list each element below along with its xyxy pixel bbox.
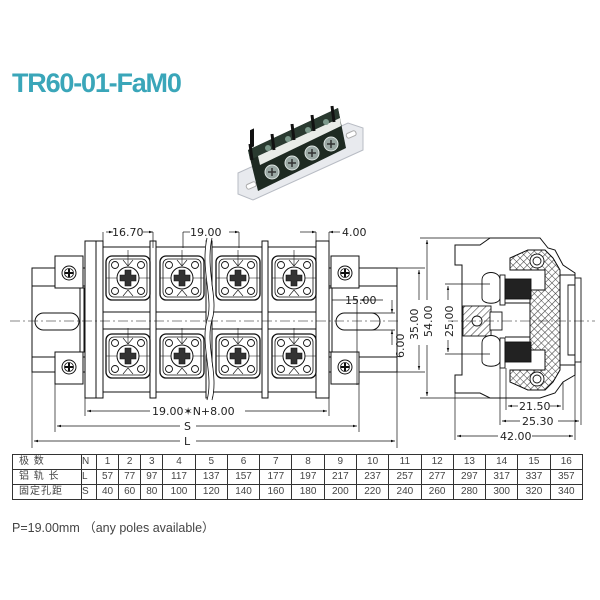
cell: 180 (291, 484, 325, 500)
cell: 140 (226, 484, 261, 500)
cell: 40 (95, 484, 120, 500)
cell: 317 (485, 469, 519, 485)
cell: 9 (323, 454, 357, 470)
cell: 117 (162, 469, 196, 485)
cell: 77 (118, 469, 142, 485)
cell: 197 (291, 469, 325, 485)
cell: 357 (549, 469, 584, 485)
cell: 257 (388, 469, 422, 485)
cell: 237 (355, 469, 390, 485)
technical-drawing: 16.70 19.00 4.00 15.00 6.00 35.00 19.00✶… (10, 226, 595, 448)
dim-slot-height: 6.00 (394, 334, 407, 359)
cell: 217 (323, 469, 357, 485)
cell: 14 (485, 454, 519, 470)
dim-depth-inner: 21.50 (519, 400, 551, 413)
cell: 12 (420, 454, 454, 470)
dim-pitch-first: 16.70 (112, 226, 144, 239)
cell: 97 (140, 469, 164, 485)
cell: 300 (485, 484, 519, 500)
cell: 11 (388, 454, 422, 470)
dim-mount-height: 35.00 (408, 309, 421, 341)
row-symbol: S (81, 484, 97, 500)
dim-screw-spacing: 25.00 (443, 306, 456, 338)
cell: 8 (291, 454, 325, 470)
cell: 60 (118, 484, 142, 500)
cell: 16 (549, 454, 584, 470)
cell: 15 (517, 454, 551, 470)
cell: 4 (162, 454, 196, 470)
cell: 200 (323, 484, 357, 500)
cell: 100 (162, 484, 196, 500)
dim-hole-spacing: S (184, 420, 191, 433)
row-symbol: N (81, 454, 97, 470)
row-label: 固定孔距 (12, 484, 82, 500)
table-row-rail-length: 铝 轨 长 L 57 77 97 117 137 157 177 197 217… (12, 469, 584, 485)
cell: 220 (355, 484, 390, 500)
cell: 5 (194, 454, 228, 470)
dim-body-formula: 19.00✶N+8.00 (152, 405, 235, 418)
row-symbol: L (81, 469, 97, 485)
model-title: TR60-01-FaM0 (12, 68, 182, 98)
dim-depth-mid: 25.30 (522, 415, 554, 428)
cell: 10 (355, 454, 390, 470)
cell: 260 (420, 484, 454, 500)
dim-rail-length: L (184, 435, 191, 448)
cell: 277 (420, 469, 454, 485)
cell: 80 (140, 484, 164, 500)
cell: 157 (226, 469, 261, 485)
spec-table: 极 数 N 1 2 3 4 5 6 7 8 9 10 11 12 13 14 1… (12, 454, 584, 500)
cell: 240 (388, 484, 422, 500)
dim-end-plate: 4.00 (342, 226, 367, 239)
cell: 160 (259, 484, 293, 500)
cell: 177 (259, 469, 293, 485)
cell: 297 (452, 469, 487, 485)
cell: 340 (549, 484, 584, 500)
cell: 7 (259, 454, 293, 470)
cell: 13 (452, 454, 487, 470)
pitch-note: P=19.00mm （any poles available） (12, 521, 215, 535)
cell: 1 (95, 454, 120, 470)
cell: 280 (452, 484, 487, 500)
cell: 3 (140, 454, 164, 470)
cell: 337 (517, 469, 551, 485)
dim-depth-total: 42.00 (500, 430, 532, 443)
product-photo (237, 105, 364, 201)
row-label: 铝 轨 长 (12, 469, 82, 485)
cell: 6 (226, 454, 261, 470)
dim-slot-width: 15.00 (345, 294, 377, 307)
cell: 137 (194, 469, 228, 485)
table-row-poles: 极 数 N 1 2 3 4 5 6 7 8 9 10 11 12 13 14 1… (12, 454, 584, 470)
row-label: 极 数 (12, 454, 82, 470)
cell: 57 (95, 469, 120, 485)
dim-side-height: 54.00 (422, 306, 435, 338)
cell: 320 (517, 484, 551, 500)
cell: 120 (194, 484, 228, 500)
cell: 2 (118, 454, 142, 470)
table-row-hole-spacing: 固定孔距 S 40 60 80 100 120 140 160 180 200 … (12, 484, 584, 500)
dim-pitch: 19.00 (190, 226, 222, 239)
